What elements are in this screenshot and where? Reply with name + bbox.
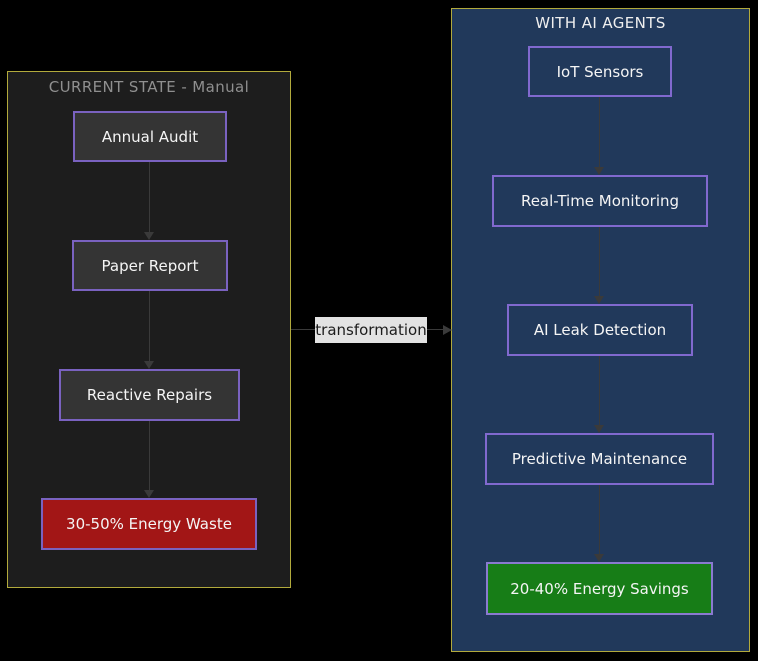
edge-annual-audit-to-paper-report (149, 162, 150, 232)
edge-reactive-repairs-to-energy-waste (149, 421, 150, 490)
edge-transformation-label: transformation (315, 317, 427, 343)
node-ai-leak-detection-label: AI Leak Detection (533, 321, 667, 339)
arrowhead-down-icon (594, 167, 604, 175)
node-iot-sensors-label: IoT Sensors (556, 62, 644, 81)
node-energy-savings: 20-40% Energy Savings (486, 562, 713, 615)
edge-monitoring-to-leak-detection (599, 227, 600, 296)
node-paper-report: Paper Report (72, 240, 228, 291)
node-annual-audit-label: Annual Audit (101, 127, 199, 146)
edge-iot-sensors-to-monitoring (599, 97, 600, 167)
arrowhead-down-icon (594, 296, 604, 304)
arrowhead-down-icon (144, 361, 154, 369)
node-iot-sensors: IoT Sensors (528, 46, 672, 97)
edge-predictive-to-energy-savings (599, 485, 600, 554)
node-real-time-monitoring-label: Real-Time Monitoring (520, 192, 680, 210)
node-real-time-monitoring: Real-Time Monitoring (492, 175, 708, 227)
node-reactive-repairs-label: Reactive Repairs (86, 386, 213, 404)
edge-leak-detection-to-predictive (599, 356, 600, 425)
node-predictive-maintenance-label: Predictive Maintenance (511, 450, 688, 468)
node-energy-waste-label: 30-50% Energy Waste (66, 515, 232, 533)
node-energy-waste: 30-50% Energy Waste (41, 498, 257, 550)
cluster-current-state-title: CURRENT STATE - Manual (48, 78, 250, 96)
arrowhead-down-icon (144, 232, 154, 240)
node-paper-report-label: Paper Report (101, 256, 199, 275)
arrowhead-right-icon (443, 325, 452, 335)
arrowhead-down-icon (594, 554, 604, 562)
node-ai-leak-detection: AI Leak Detection (507, 304, 693, 356)
edge-paper-report-to-reactive-repairs (149, 291, 150, 361)
node-predictive-maintenance: Predictive Maintenance (485, 433, 714, 485)
cluster-with-ai-agents-title: WITH AI AGENTS (535, 14, 666, 32)
arrowhead-down-icon (144, 490, 154, 498)
arrowhead-down-icon (594, 425, 604, 433)
node-reactive-repairs: Reactive Repairs (59, 369, 240, 421)
cluster-with-ai-agents: WITH AI AGENTS (451, 8, 750, 652)
node-energy-savings-label: 20-40% Energy Savings (510, 579, 689, 598)
node-annual-audit: Annual Audit (73, 111, 227, 162)
